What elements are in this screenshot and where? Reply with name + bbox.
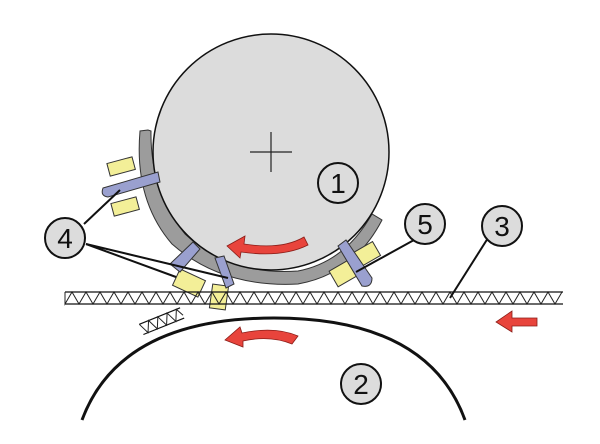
web-fragment <box>138 307 185 336</box>
blade-lower-left-a <box>169 241 201 273</box>
callout-5: 5 <box>404 203 446 245</box>
svg-text:3: 3 <box>494 211 510 242</box>
web-belt <box>64 291 563 306</box>
svg-text:2: 2 <box>353 369 369 400</box>
blade-right <box>337 239 373 287</box>
svg-text:5: 5 <box>417 209 433 240</box>
callout-4: 4 <box>44 217 86 259</box>
pad-top-left-a <box>106 156 136 177</box>
blade-upper-left <box>101 171 161 198</box>
leader-lines <box>83 189 489 299</box>
lower-rotation-arrow <box>224 326 299 348</box>
svg-text:4: 4 <box>57 223 73 254</box>
pad-top-left-b <box>110 196 140 217</box>
upper-rotation-arrow <box>226 235 309 259</box>
callout-3: 3 <box>481 205 523 247</box>
callout-1: 1 <box>317 162 359 204</box>
center-crosshair <box>250 132 292 172</box>
feed-direction-arrow <box>495 310 538 333</box>
lower-roller <box>80 316 467 421</box>
pad-lower-left-a <box>171 268 207 298</box>
callout-2: 2 <box>340 363 382 405</box>
blade-lower-left-b <box>214 255 235 289</box>
roller-shroud <box>138 129 383 285</box>
svg-text:1: 1 <box>330 168 346 199</box>
